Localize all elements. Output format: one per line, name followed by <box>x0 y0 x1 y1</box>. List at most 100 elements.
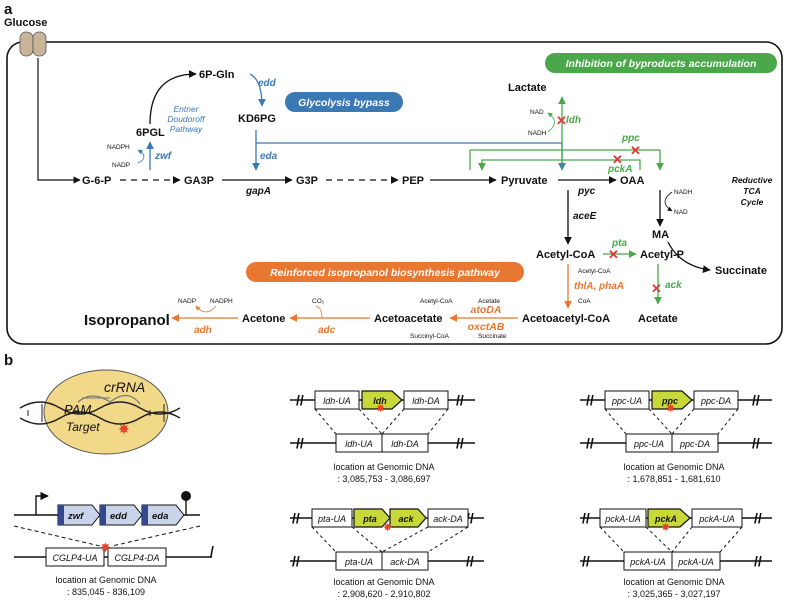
glucose-uptake-arrow <box>37 58 81 184</box>
enzyme-ppc: ppc <box>621 133 640 144</box>
insert-guide-right <box>111 525 201 547</box>
ppc-da-label-edited: ppc-DA <box>679 439 710 449</box>
ppc-ua-label-edited: ppc-UA <box>633 439 664 449</box>
pam-label: PAM <box>64 402 91 417</box>
pta-gene-label: pta <box>362 514 377 524</box>
gene-edd-label: edd <box>110 511 127 522</box>
cofactor-arrow-zwf <box>137 149 145 164</box>
enzyme-ldh: ldh <box>566 115 581 126</box>
metabolite-ga3p: GA3P <box>184 175 214 187</box>
svg-text://: // <box>754 553 762 569</box>
svg-text://: // <box>456 435 464 451</box>
banner-reinforced-text: Reinforced isopropanol biosynthesis path… <box>270 267 501 279</box>
cofactor-nadh-ldh: NADH <box>528 130 547 137</box>
svg-text://: // <box>292 510 300 526</box>
ack-gene-label: ack <box>398 514 414 524</box>
banner-glycolysis-bypass <box>285 92 403 112</box>
cofactor-arrow-ldh <box>547 112 555 133</box>
svg-text://: // <box>582 553 590 569</box>
svg-text://: // <box>752 392 760 408</box>
ldh-gene-label: ldh <box>373 396 387 406</box>
ldh-cut-icon: ✸ <box>376 403 385 415</box>
ldh-loc-title: location at Genomic DNA <box>333 462 434 472</box>
pcka-locus: // // // // <box>580 508 772 571</box>
metabolite-pep: PEP <box>402 175 424 187</box>
cell-membrane <box>6 41 783 345</box>
tca-line3: Cycle <box>741 197 764 207</box>
cofactor-acetylcoa-ato: Acetyl-CoA <box>420 298 453 305</box>
pcka-cut-icon: ✸ <box>661 522 670 534</box>
banner-inhibition <box>545 53 777 73</box>
enzyme-adh: adh <box>194 325 212 336</box>
pta-ack-cut-icon: ✸ <box>383 522 392 534</box>
metabolite-acetate: Acetate <box>638 313 678 325</box>
cofactor-succinate-ox: Succinate <box>478 333 507 340</box>
cofactor-nad-ma: NAD <box>674 209 688 216</box>
pcka-da-label: pckA-UA <box>698 514 735 524</box>
cglp4-loc-title: location at Genomic DNA <box>55 575 156 585</box>
metabolite-acetylcoa: Acetyl-CoA <box>536 249 595 261</box>
cofactor-nadp-zwf: NADP <box>112 162 130 169</box>
enzyme-oxctab: oxctAB <box>468 321 505 333</box>
svg-text://: // <box>752 435 760 451</box>
gene-zwf-label: zwf <box>67 511 84 522</box>
enzyme-atoda: atoDA <box>471 304 502 316</box>
cofactor-succinylcoa: Succinyl-CoA <box>410 333 450 340</box>
enzyme-pcka: pckA <box>607 164 632 175</box>
arrow-6pgl-6pgln <box>149 70 197 125</box>
metabolite-acetylp: Acetyl-P <box>640 249 684 261</box>
ed-pathway-line1: Entner <box>173 104 199 114</box>
glucose-label: Glucose <box>4 17 47 29</box>
banner-inhibition-text: Inhibition of byproducts accumulation <box>566 58 757 70</box>
svg-text://: // <box>292 553 300 569</box>
knockout-mark-ack: ✕ <box>651 281 662 296</box>
gene-edd-block <box>99 504 143 526</box>
knockout-mark-pta: ✕ <box>608 247 619 262</box>
banner-reinforced <box>246 262 524 282</box>
cofactor-arrow-ma <box>664 191 673 212</box>
cofactor-nadp-adh: NADP <box>178 298 196 305</box>
cofactor-coa: CoA <box>578 298 591 305</box>
ack-da-label-edited: ack-DA <box>390 557 420 567</box>
metabolite-pyruvate: Pyruvate <box>501 175 547 187</box>
ed-pathway-line2: Doudoroff <box>167 114 206 124</box>
pcka-loc-title: location at Genomic DNA <box>623 577 724 587</box>
enzyme-edd: edd <box>258 78 277 89</box>
cglp4-cut-icon: ✸ <box>100 540 111 555</box>
panel-b-label: b <box>4 352 13 369</box>
metabolite-g6p: G-6-P <box>82 175 111 187</box>
enzyme-pyc: pyc <box>577 186 596 197</box>
ldh-loc: : 3,085,753 - 3,086,697 <box>337 474 430 484</box>
pcka-gene-label: pckA <box>654 514 677 524</box>
pta-ack-locus: // // // // <box>290 508 484 571</box>
arrow-6pgln-kd6pg <box>249 73 266 107</box>
svg-text://: // <box>466 553 474 569</box>
svg-text://: // <box>754 510 762 526</box>
metabolite-6pgln: 6P-Gln <box>199 69 235 81</box>
cut-site-icon: ✸ <box>118 421 130 437</box>
ldh-locus: // // // // <box>290 390 475 453</box>
svg-text://: // <box>582 510 590 526</box>
tca-line2: TCA <box>743 186 760 196</box>
arrow-pep-oaa-ppc <box>469 149 664 171</box>
panel-a-label: a <box>4 1 13 18</box>
metabolite-g3p: G3P <box>296 175 318 187</box>
svg-text://: // <box>586 392 594 408</box>
pta-ua-label-edited: pta-UA <box>344 557 373 567</box>
metabolite-acetone: Acetone <box>242 313 285 325</box>
metabolite-isopropanol: Isopropanol <box>84 312 170 329</box>
ed-pathway-line3: Pathway <box>170 124 203 134</box>
cglp4-da-box <box>107 547 167 567</box>
metabolite-lactate: Lactate <box>508 82 547 94</box>
ppc-loc-title: location at Genomic DNA <box>623 462 724 472</box>
cglp4-ua-label: CGLP4-UA <box>52 553 97 563</box>
metabolite-succinate: Succinate <box>715 265 767 277</box>
pcka-loc: : 3,025,365 - 3,027,197 <box>627 589 720 599</box>
metabolite-acetoacetate: Acetoacetate <box>374 313 442 325</box>
cglp4-ua-box <box>45 547 105 567</box>
metabolite-kd6pg: KD6PG <box>238 113 276 125</box>
metabolite-oaa: OAA <box>620 175 645 187</box>
gene-eda-block <box>141 504 185 526</box>
cofactor-nadh-ma: NADH <box>674 189 693 196</box>
ldh-ua-label: ldh-UA <box>323 396 351 406</box>
